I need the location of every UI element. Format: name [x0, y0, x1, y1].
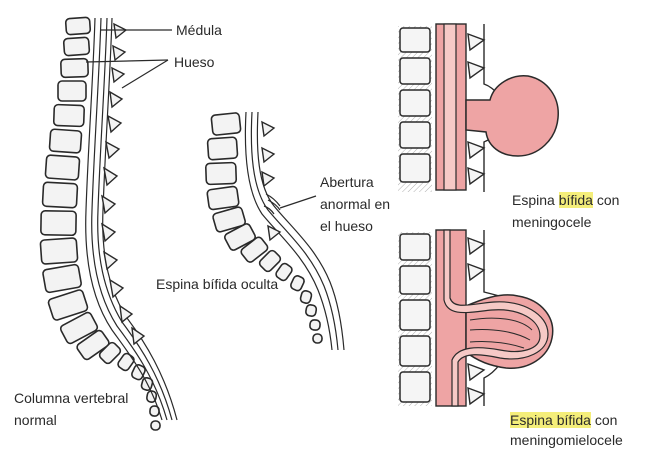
spinous-process [108, 116, 121, 132]
vertebra-body [41, 211, 76, 236]
vertebra-body [400, 266, 430, 294]
label-meningomielocele-line2: meningomielocele [510, 430, 623, 450]
normal-spine [40, 17, 160, 430]
vertebra-body [42, 264, 81, 293]
label-meningocele-pre: Espina [512, 192, 559, 208]
label-hueso: Hueso [174, 52, 214, 72]
label-normal: normal [14, 410, 57, 430]
vertebra-body [400, 90, 430, 116]
spinous-process [114, 24, 126, 38]
label-abertura-line2: anormal en [320, 194, 390, 214]
meningomyelocele-illustration [398, 230, 553, 406]
vertebra-body [42, 182, 77, 208]
spinous-process [262, 122, 274, 136]
lamina [468, 142, 484, 158]
meningocele-illustration [398, 24, 558, 192]
label-columna-vertebral: Columna vertebral [14, 388, 128, 408]
vertebra-body [58, 81, 86, 101]
sacral-segment [305, 304, 317, 317]
spinous-process [106, 142, 119, 158]
lamina [468, 34, 484, 50]
lamina [468, 62, 484, 78]
lamina [468, 238, 484, 254]
sacral-segment [290, 275, 306, 292]
spinous-process [102, 196, 115, 213]
spinous-process [104, 168, 117, 185]
abertura-leader [280, 196, 316, 208]
meningocele-sac [466, 76, 558, 156]
vertebra-body [54, 104, 85, 126]
spinous-process [112, 68, 124, 82]
spinous-process [102, 224, 115, 241]
lamina [468, 168, 484, 184]
hueso-leader-1 [122, 60, 168, 88]
spinous-process [262, 148, 274, 162]
lamina [468, 388, 484, 404]
spinous-process [110, 280, 123, 297]
label-abertura-line3: el hueso [320, 216, 373, 236]
vertebra-body [207, 186, 239, 210]
vertebra-body [400, 300, 430, 330]
label-medula: Médula [176, 20, 222, 40]
spinous-process [120, 306, 132, 322]
sacral-segment [310, 320, 321, 331]
label-meningomielocele-line1: Espina bífida con [510, 410, 617, 430]
spinous-process [132, 328, 144, 344]
vertebra-body [400, 154, 430, 182]
occult-spine [206, 113, 322, 343]
label-abertura-line1: Abertura [320, 172, 374, 192]
vertebra-body [400, 58, 430, 84]
occult-spinous-processes [262, 122, 280, 240]
vertebra-body [400, 28, 430, 52]
vertebra-body [65, 17, 90, 35]
label-meningocele-highlight: bífida [559, 192, 593, 208]
spinous-process [110, 92, 122, 107]
vertebra-body [63, 37, 89, 56]
vertebra-body [61, 59, 89, 78]
dura-sac [436, 230, 466, 406]
label-meningomielocele-highlight: Espina bífida [510, 412, 591, 428]
label-meningocele-line1: Espina bífida con [512, 190, 619, 210]
label-meningocele-line2: meningocele [512, 212, 591, 232]
spinous-process [104, 252, 117, 269]
spinal-cord [444, 24, 456, 190]
lamina [468, 264, 484, 280]
lamina [468, 364, 484, 380]
sacral-segment [300, 290, 313, 304]
vertebra-body [207, 137, 237, 160]
label-meningocele-post: con [593, 192, 619, 208]
vertebra-body [400, 122, 430, 148]
hueso-leader-2 [86, 60, 168, 62]
vertebra-body [49, 129, 81, 153]
label-meningomielocele-post: con [591, 412, 617, 428]
label-espina-bifida-oculta: Espina bífida oculta [156, 274, 278, 294]
vertebra-body [211, 113, 241, 136]
normal-spinous-processes [102, 24, 144, 344]
sacral-segment [313, 334, 322, 343]
vertebra-body [400, 234, 430, 260]
sacral-segment [151, 421, 160, 430]
spinous-process [113, 46, 125, 60]
vertebra-body [40, 238, 78, 264]
vertebra-body [400, 336, 430, 366]
spinous-process [262, 172, 274, 186]
vertebra-body [400, 372, 430, 402]
vertebra-body [45, 155, 80, 180]
vertebra-body [206, 162, 237, 184]
sacral-segment [116, 352, 135, 372]
